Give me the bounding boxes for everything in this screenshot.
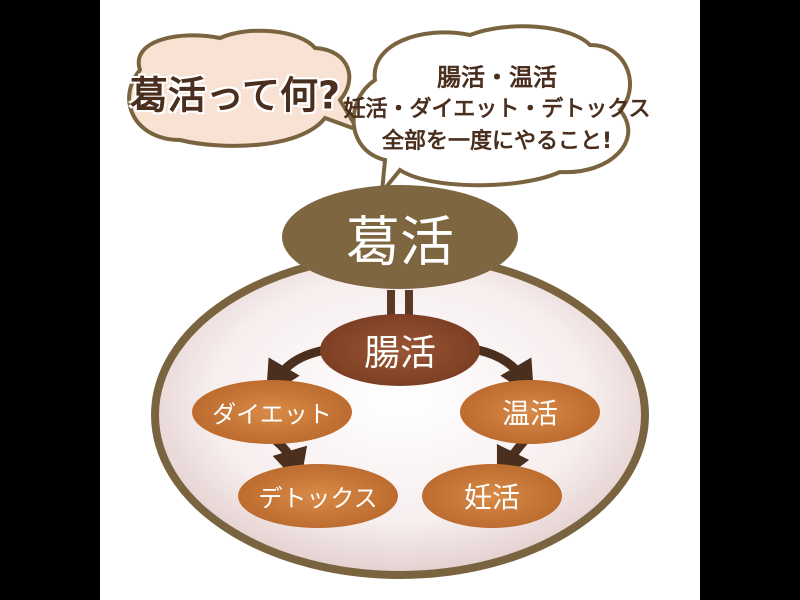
- question-bubble: [127, 28, 363, 148]
- node-diet-label: ダイエット: [212, 400, 332, 429]
- answer-line-2: 妊活・ダイエット・デトックス: [343, 97, 651, 122]
- center-node: [320, 314, 480, 386]
- node-diet: [192, 380, 352, 444]
- node-detox-label: デトックス: [258, 484, 378, 513]
- equals-bar-right: [405, 290, 413, 330]
- node-ninkatsu: [422, 464, 562, 528]
- center-node-label: 腸活: [363, 333, 437, 374]
- node-ninkatsu-label: 妊活: [463, 481, 521, 514]
- diagram-title: 葛活: [346, 210, 454, 274]
- node-onkatsu-label: 温活: [501, 397, 559, 430]
- question-text: 葛活って何?: [129, 73, 341, 118]
- answer-bubble: [351, 24, 632, 199]
- arrow-to-onkatsu: [476, 345, 535, 398]
- diagram-canvas: 葛活って何? 腸活・温活 妊活・ダイエット・デトックス 全部を一度にやること! …: [100, 0, 700, 600]
- arrow-to-diet: [265, 345, 326, 398]
- equals-bar-left: [387, 290, 395, 330]
- answer-line-3: 全部を一度にやること!: [381, 129, 613, 154]
- title-ellipse: [282, 185, 518, 289]
- answer-line-1: 腸活・温活: [437, 63, 557, 92]
- node-onkatsu: [460, 380, 600, 444]
- diagram-graphics: [127, 24, 649, 579]
- node-detox: [238, 464, 398, 528]
